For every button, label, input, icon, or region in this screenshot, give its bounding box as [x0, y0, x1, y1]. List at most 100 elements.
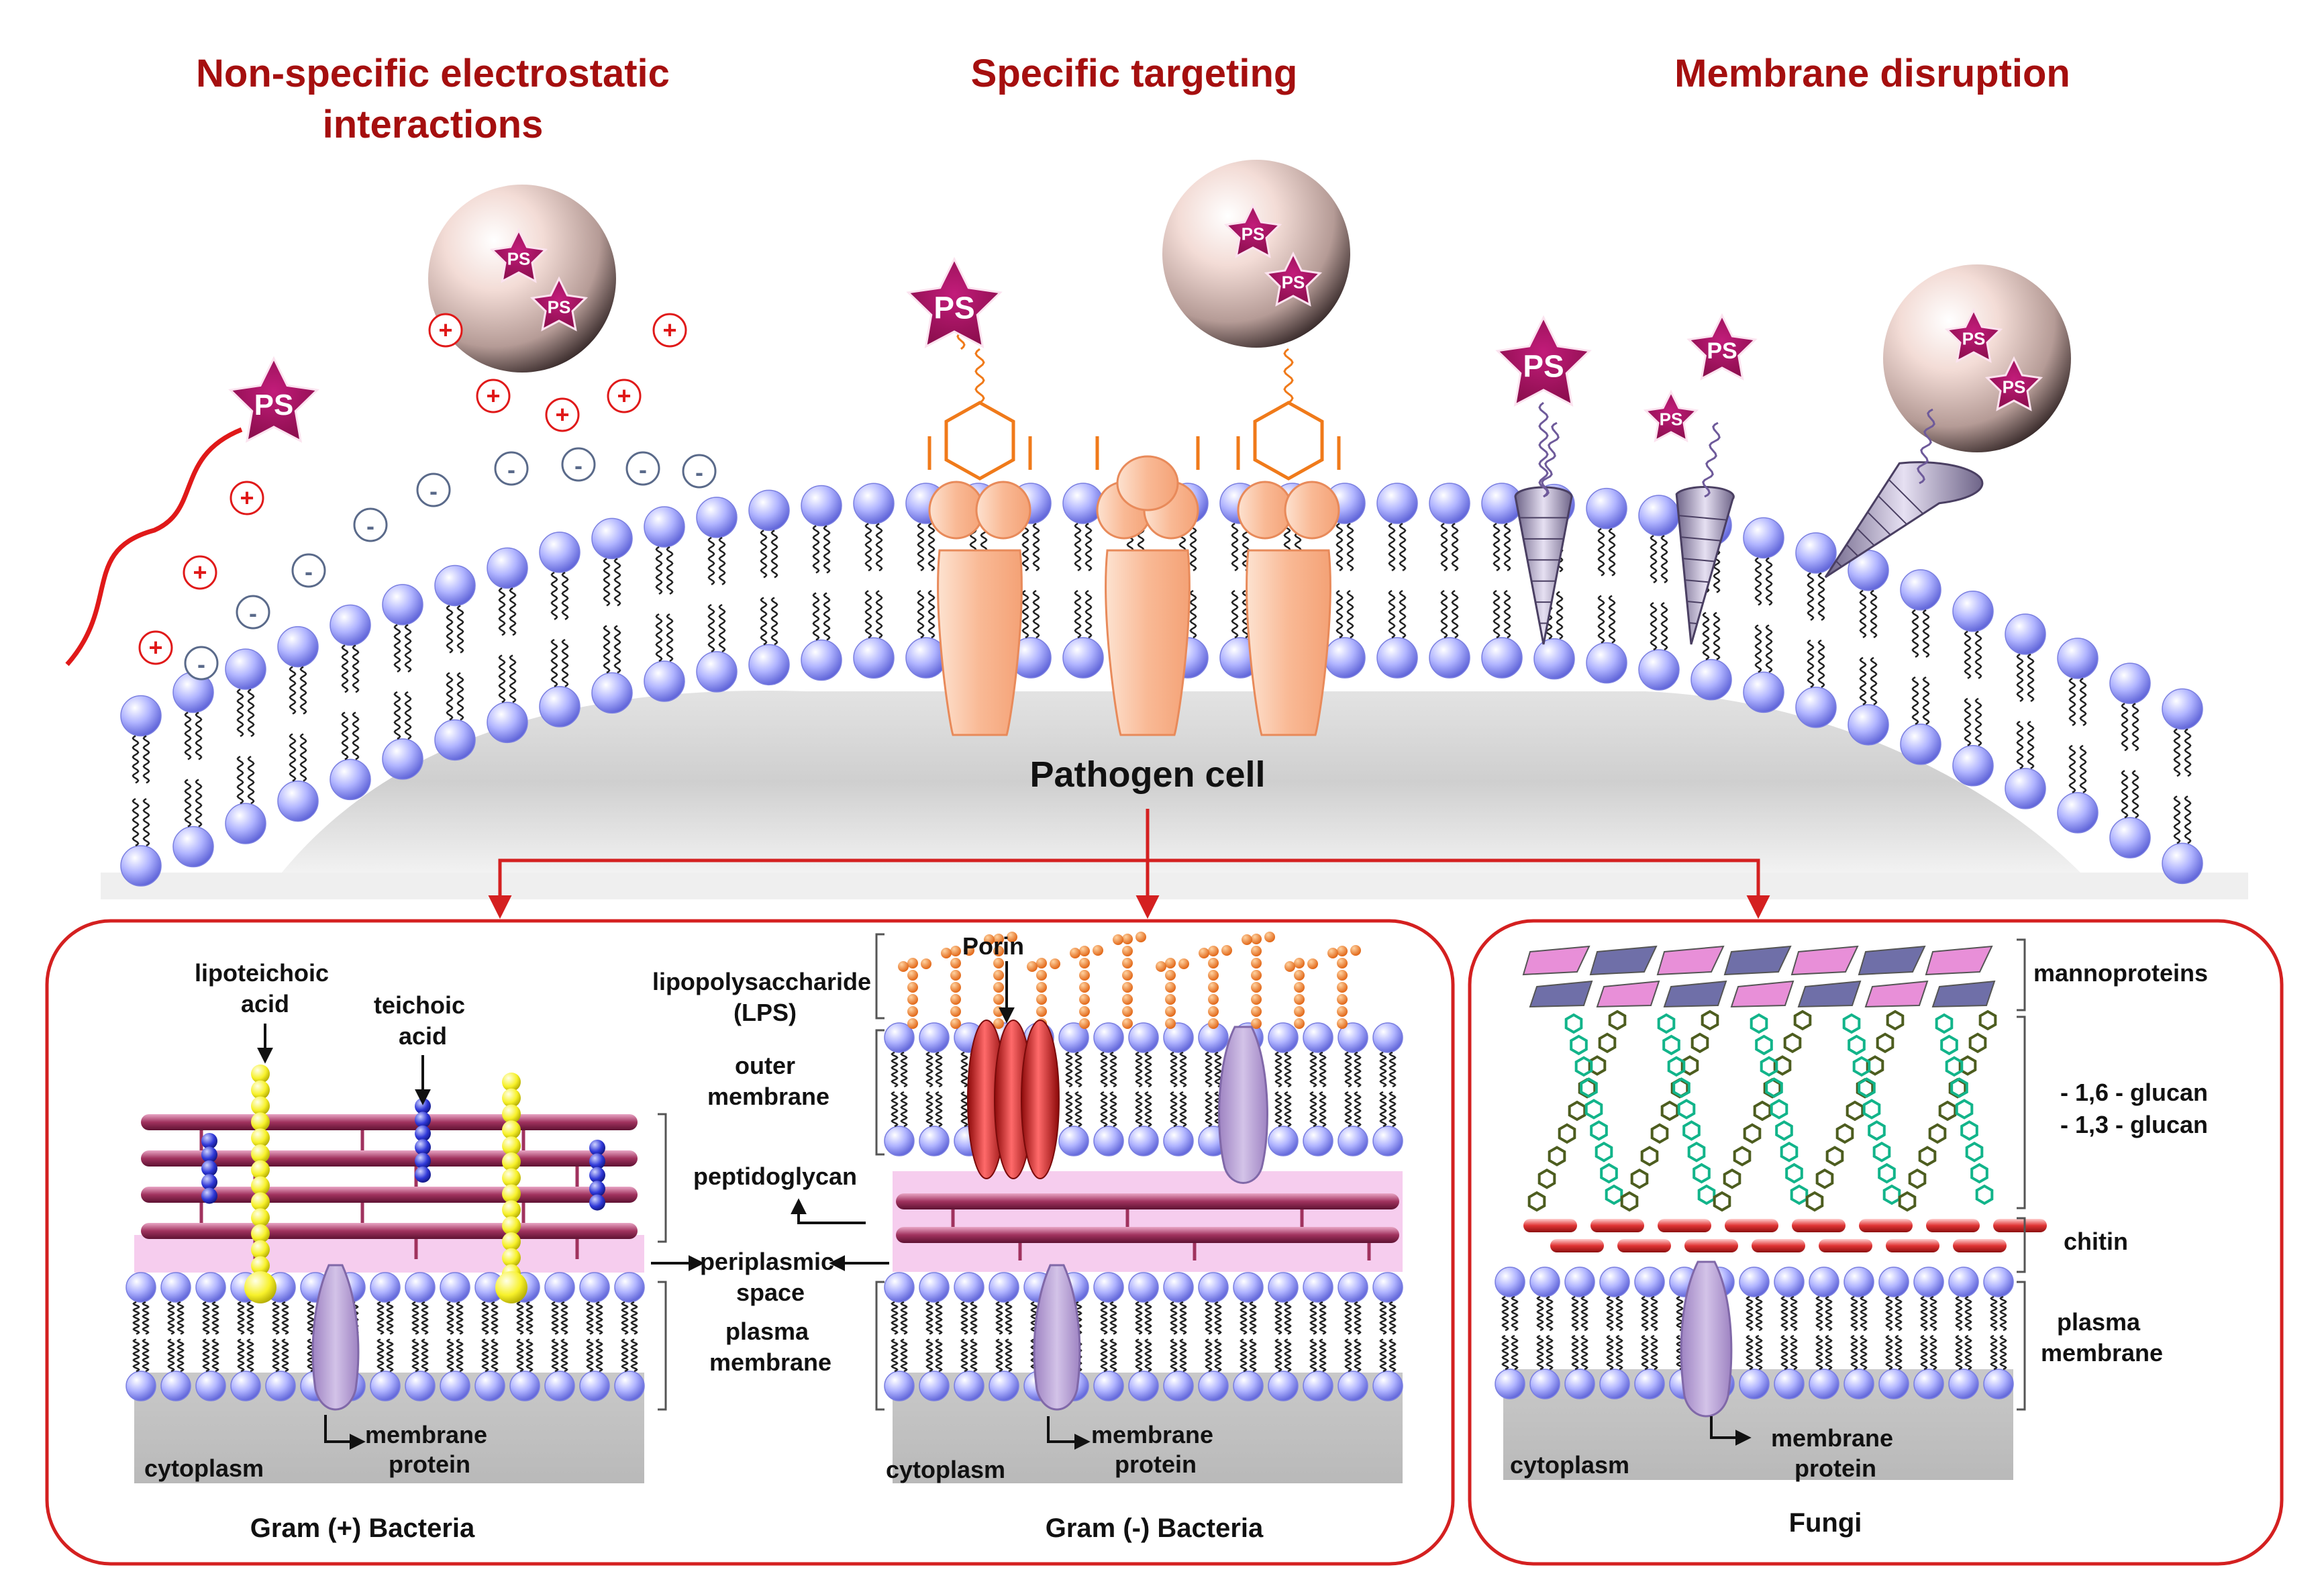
lipid-tail — [1556, 591, 1564, 640]
lipid-head — [2005, 768, 2046, 809]
lps-bead — [1264, 932, 1275, 942]
lps-bead — [1135, 932, 1146, 942]
lipid-head — [225, 803, 266, 844]
lipid-tail — [1597, 595, 1605, 644]
glucan-ring — [1975, 1184, 1994, 1205]
lipid-head — [1913, 1267, 1944, 1297]
receptor-arms — [927, 436, 1032, 470]
lipid-tail — [1650, 534, 1658, 584]
lipid-tail — [1346, 589, 1354, 639]
lipid-head — [1198, 1371, 1229, 1401]
lps-bead — [1251, 1018, 1262, 1029]
lps-bead — [907, 982, 918, 993]
charge-symbol: + — [148, 634, 162, 661]
positive-charge-icon — [138, 630, 173, 665]
lipid-tail — [560, 1301, 568, 1335]
lps-bead — [1079, 1006, 1090, 1017]
lipid-tail — [1815, 1295, 1823, 1332]
lipid-tail — [1179, 1091, 1187, 1128]
negative-charge-icon — [236, 595, 270, 630]
lipid-head — [919, 1371, 950, 1401]
glucan-ring — [1598, 1032, 1617, 1054]
gram-pos-protein-pointer — [324, 1415, 366, 1450]
lipid-tail — [1825, 1334, 1833, 1371]
lipid-tail — [132, 797, 140, 847]
lipid-tail — [202, 1338, 210, 1373]
charge-symbol: - — [249, 599, 257, 627]
lipid-tail — [1955, 1334, 1963, 1371]
lipid-tail — [621, 1301, 629, 1335]
mannoprotein — [1723, 945, 1792, 976]
lipid-tail — [1870, 656, 1878, 705]
lipid-tail — [404, 624, 412, 673]
lipid-tail — [925, 1338, 933, 1373]
lps-bead — [1036, 970, 1047, 981]
lipoteichoic-bead — [251, 1080, 270, 1099]
lipoteichoic-bead — [251, 1144, 270, 1163]
mannoprotein — [1790, 945, 1859, 976]
lipoteichoic-bead — [502, 1248, 521, 1267]
lipid-head — [2162, 688, 2203, 730]
label-braces — [658, 933, 885, 1411]
periplasmic-band — [893, 1171, 1403, 1272]
lipid-tail — [1379, 1051, 1387, 1088]
lipid-head — [1093, 1022, 1124, 1053]
lipid-tail — [613, 558, 621, 607]
glucan-ring — [1793, 1009, 1812, 1031]
negative-charge-icon — [682, 454, 717, 489]
lipid-tail — [655, 613, 663, 662]
teichoic-bead — [201, 1187, 217, 1204]
lipid-tail — [1702, 611, 1710, 660]
lps-bead — [1208, 1018, 1219, 1029]
lipid-tail — [1205, 1051, 1213, 1088]
glucan-ring — [1657, 1013, 1676, 1034]
lps-bead — [1122, 946, 1133, 956]
lipid-tail — [509, 654, 517, 703]
chitin-fiber — [1590, 1219, 1644, 1232]
lipid-tail — [1249, 1301, 1257, 1335]
lipid-head — [591, 672, 633, 714]
lipid-tail — [586, 1338, 594, 1373]
receptor-body — [1105, 549, 1191, 736]
cone-ring — [1835, 560, 1842, 567]
lipid-tail — [1240, 1301, 1248, 1335]
lipid-tail — [1859, 656, 1867, 705]
peptidoglycan-strand — [141, 1223, 638, 1239]
lipid-tail — [1615, 1295, 1623, 1332]
mannoprotein — [1656, 945, 1725, 976]
lipid-tail — [891, 1091, 899, 1128]
lipid-tail — [1179, 1051, 1187, 1088]
chitin-fiber — [1550, 1239, 1604, 1252]
nanoparticle — [428, 185, 616, 373]
lps-bead — [993, 934, 1004, 944]
ps-star-label: PS — [1523, 349, 1564, 384]
lipid-tail — [1109, 1091, 1117, 1128]
lipid-tail — [498, 654, 506, 703]
lipid-head — [1774, 1369, 1805, 1399]
lipid-tail — [1074, 589, 1082, 639]
lipid-tail — [1319, 1338, 1327, 1373]
lipid-tail — [595, 1301, 603, 1335]
lipid-head — [1638, 649, 1680, 691]
lps-bead — [1208, 1006, 1219, 1017]
lps-bead — [1050, 958, 1060, 969]
lipid-tail — [2173, 795, 2181, 844]
glucan-ring — [1918, 1146, 1937, 1167]
lps-bead — [1165, 1006, 1176, 1017]
lps-bead — [950, 958, 961, 969]
lipid-tail — [1955, 1295, 1963, 1332]
lipid-tail — [195, 711, 203, 760]
lipid-head — [487, 701, 528, 744]
lipid-tail — [812, 592, 820, 641]
lipid-tail — [1790, 1334, 1798, 1371]
lipid-head — [1739, 1369, 1770, 1399]
glucan-ring — [1733, 1146, 1752, 1167]
charge-symbol: + — [486, 382, 500, 409]
lps-bead — [907, 1006, 918, 1017]
gram-pos-cytoplasm-label: cytoplasm — [144, 1454, 264, 1482]
lipid-tail — [960, 1091, 968, 1128]
peptidoglycan-strand — [896, 1227, 1399, 1243]
